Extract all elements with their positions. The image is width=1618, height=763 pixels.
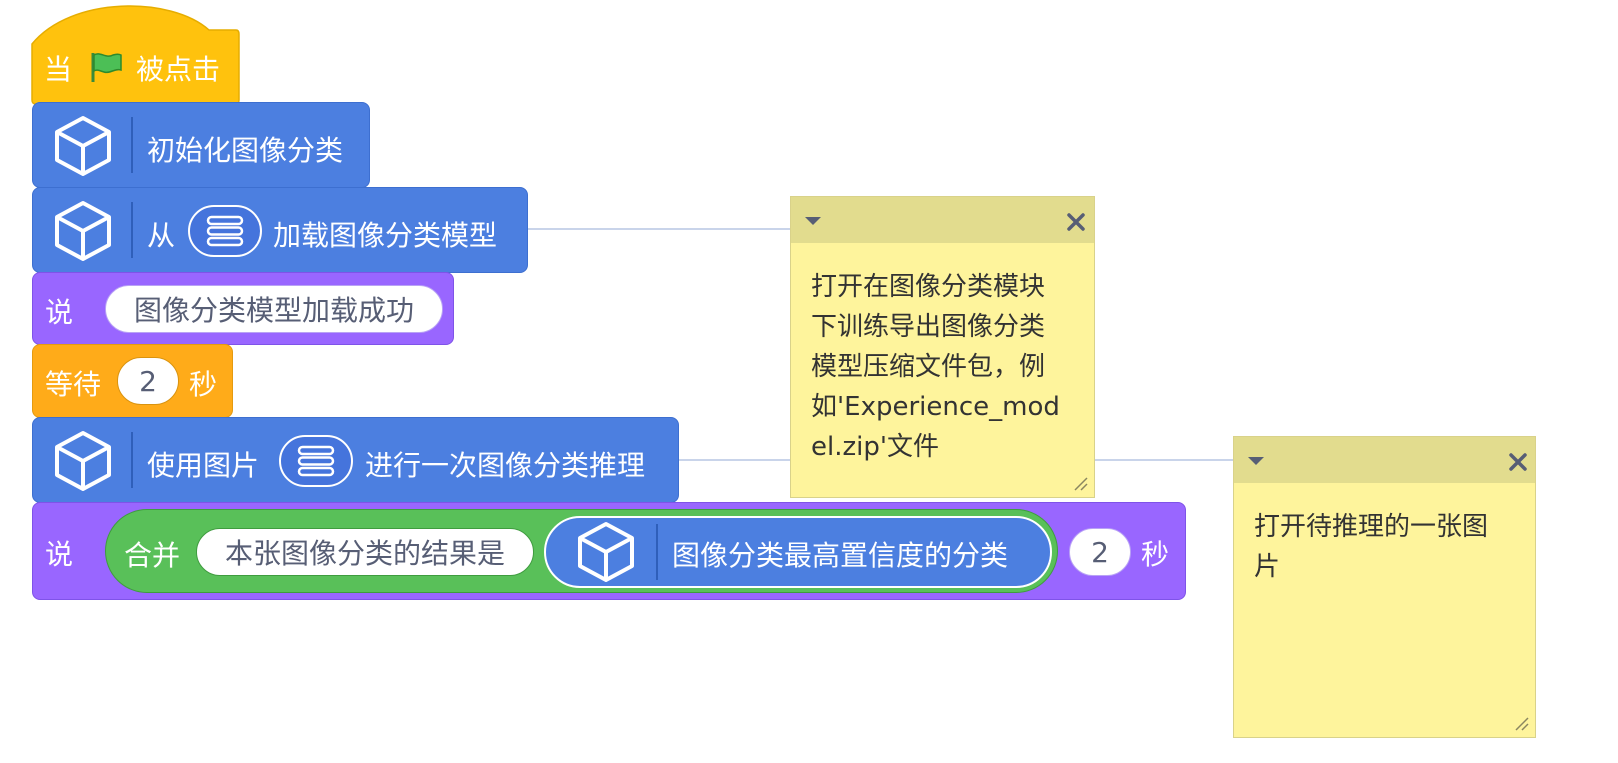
close-icon[interactable] [1067,213,1085,231]
wait-block[interactable]: 等待 2 秒 [32,344,233,418]
cube-icon [578,522,634,582]
infer-block[interactable]: 使用图片 进行一次图像分类推理 [32,417,679,503]
collapse-triangle-icon[interactable] [804,216,822,226]
say-for-seconds-block[interactable]: 说 合并 本张图像分类的结果是 图像分类最高置信度的分类 2 秒 [32,502,1186,600]
comment-line: 下训练导出图像分类 [811,312,1046,342]
file-list-icon [297,445,335,477]
file-list-icon [206,215,244,247]
infer-suffix-label: 进行一次图像分类推理 [365,449,646,482]
comment-header[interactable] [1234,437,1535,483]
wait-seconds-input[interactable]: 2 [117,357,179,405]
top-class-reporter[interactable]: 图像分类最高置信度的分类 [544,516,1052,588]
block-separator [131,117,133,173]
resize-handle-icon[interactable] [1515,717,1529,731]
say-seconds-input[interactable]: 2 [1069,528,1131,576]
say-seconds-unit: 秒 [1141,538,1170,571]
close-icon[interactable] [1509,453,1527,471]
collapse-triangle-icon[interactable] [1247,456,1265,466]
file-picker-input[interactable] [188,205,262,257]
load-suffix-label: 加载图像分类模型 [273,219,498,252]
resize-handle-icon[interactable] [1074,477,1088,491]
wait-prefix-label: 等待 [45,368,102,401]
hat-prefix-label: 当 [44,53,73,86]
cube-icon [55,201,111,261]
image-picker-input[interactable] [279,435,353,487]
green-flag-icon[interactable] [88,50,124,88]
comment-line: el.zip'文件 [811,432,940,462]
comment-line: 打开在图像分类模块 [811,272,1046,302]
block-separator [131,202,133,258]
init-label: 初始化图像分类 [147,134,344,167]
wait-suffix-label: 秒 [189,368,218,401]
cube-icon [55,116,111,176]
comment-line: 如'Experience_mod [811,392,1060,422]
comment-note-1[interactable]: 打开在图像分类模块 下训练导出图像分类 模型压缩文件包，例 如'Experien… [790,196,1095,498]
say-verb-label: 说 [45,538,74,571]
comment-line: 模型压缩文件包，例 [811,352,1046,382]
join-text-input[interactable]: 本张图像分类的结果是 [196,528,534,576]
say-text-input[interactable]: 图像分类模型加载成功 [105,285,443,333]
init-image-classification-block[interactable]: 初始化图像分类 [32,102,370,188]
hat-suffix-label: 被点击 [136,53,221,86]
say-verb-label: 说 [45,296,74,329]
block-separator [131,432,133,488]
top-class-label: 图像分类最高置信度的分类 [672,539,1009,572]
block-separator [656,524,658,580]
comment-text[interactable]: 打开待推理的一张图 片 [1254,507,1488,587]
comment-text[interactable]: 打开在图像分类模块 下训练导出图像分类 模型压缩文件包，例 如'Experien… [811,267,1060,467]
comment-header[interactable] [791,197,1094,243]
join-label: 合并 [124,539,181,572]
comment-link-1 [528,228,792,230]
cube-icon [55,431,111,491]
infer-prefix-label: 使用图片 [147,449,260,482]
comment-note-2[interactable]: 打开待推理的一张图 片 [1233,436,1536,738]
join-reporter[interactable]: 合并 本张图像分类的结果是 图像分类最高置信度的分类 [105,509,1058,593]
comment-line: 打开待推理的一张图 [1254,512,1489,542]
load-prefix-label: 从 [147,219,176,252]
load-model-block[interactable]: 从 加载图像分类模型 [32,187,528,273]
comment-line: 片 [1254,552,1281,582]
say-block-1[interactable]: 说 图像分类模型加载成功 [32,272,454,345]
